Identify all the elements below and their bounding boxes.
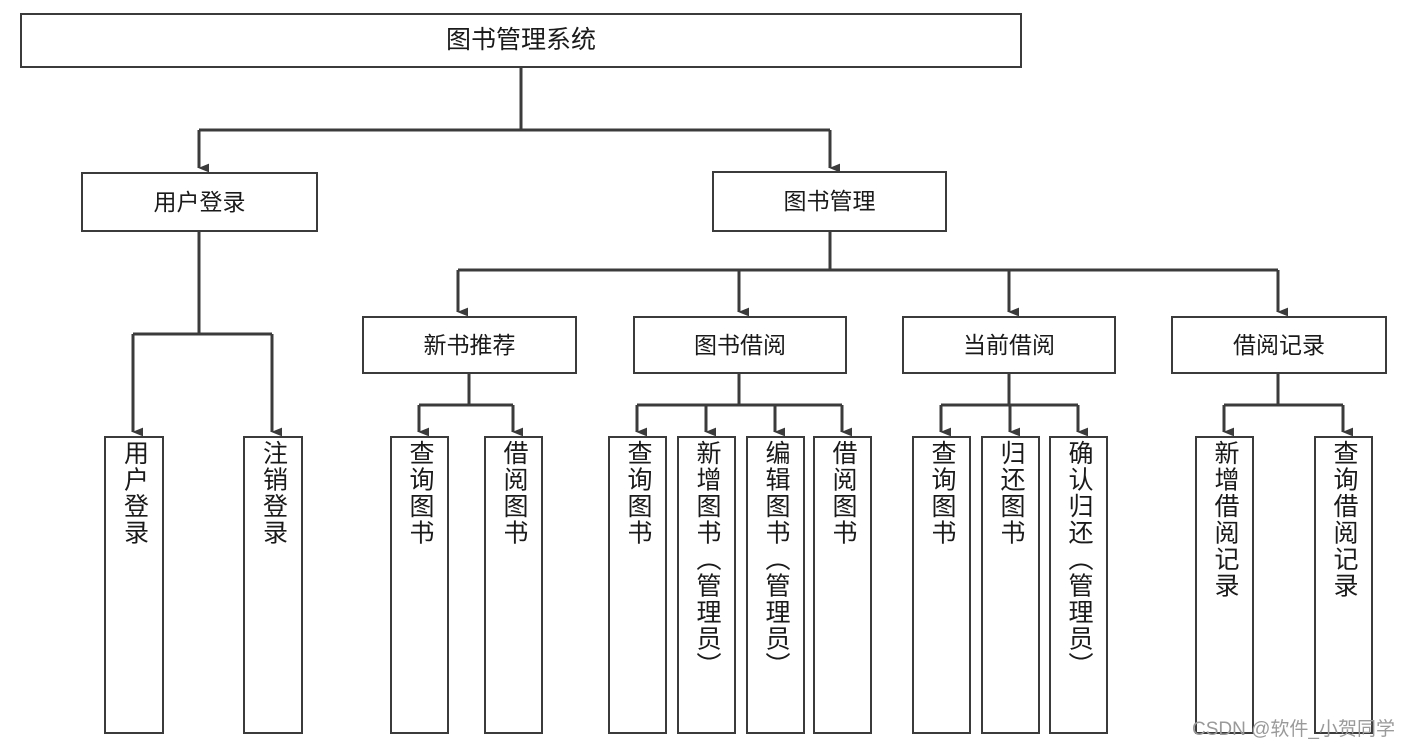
node-label: 查询图书 <box>928 440 956 546</box>
node-label: 图书管理系统 <box>445 26 596 55</box>
leaf-recommend-borrow-book[interactable]: 借阅图书 <box>484 436 543 734</box>
node-label: 用户登录 <box>153 188 246 215</box>
node-label: 新增图书（管理员） <box>693 440 721 679</box>
node-label: 图书管理 <box>783 188 876 215</box>
node-new-book-recommend[interactable]: 新书推荐 <box>362 316 577 374</box>
leaf-user-login-login[interactable]: 用户登录 <box>104 436 164 734</box>
node-label: 确认归还（管理员） <box>1065 440 1093 679</box>
node-user-login[interactable]: 用户登录 <box>81 172 318 232</box>
csdn-watermark: CSDN @软件_小贺同学 <box>1192 719 1395 740</box>
node-label: 归还图书 <box>997 440 1025 546</box>
node-book-borrow[interactable]: 图书借阅 <box>633 316 847 374</box>
leaf-user-login-logout[interactable]: 注销登录 <box>243 436 303 734</box>
leaf-record-add-record[interactable]: 新增借阅记录 <box>1195 436 1254 734</box>
node-label: 编辑图书（管理员） <box>762 440 790 679</box>
leaf-borrow-edit-book-admin[interactable]: 编辑图书（管理员） <box>746 436 805 734</box>
node-label: 借阅图书 <box>829 440 857 546</box>
node-label: 注销登录 <box>259 440 288 546</box>
node-label: 查询图书 <box>406 440 434 546</box>
leaf-recommend-query-book[interactable]: 查询图书 <box>390 436 449 734</box>
node-current-borrow[interactable]: 当前借阅 <box>902 316 1116 374</box>
node-label: 新增借阅记录 <box>1211 440 1239 599</box>
leaf-current-confirm-return-admin[interactable]: 确认归还（管理员） <box>1049 436 1108 734</box>
node-label: 查询图书 <box>624 440 652 546</box>
node-borrow-record[interactable]: 借阅记录 <box>1171 316 1387 374</box>
node-label: 借阅记录 <box>1233 331 1325 358</box>
leaf-borrow-add-book-admin[interactable]: 新增图书（管理员） <box>677 436 736 734</box>
node-label: 用户登录 <box>120 440 149 546</box>
node-label: 当前借阅 <box>963 331 1055 358</box>
leaf-borrow-borrow-book[interactable]: 借阅图书 <box>813 436 872 734</box>
leaf-record-query-record[interactable]: 查询借阅记录 <box>1314 436 1373 734</box>
node-root-system[interactable]: 图书管理系统 <box>20 13 1022 68</box>
node-book-management[interactable]: 图书管理 <box>712 171 947 232</box>
node-label: 查询借阅记录 <box>1330 440 1358 599</box>
leaf-current-return-book[interactable]: 归还图书 <box>981 436 1040 734</box>
leaf-current-query-book[interactable]: 查询图书 <box>912 436 971 734</box>
node-label: 图书借阅 <box>694 331 786 358</box>
leaf-borrow-query-book[interactable]: 查询图书 <box>608 436 667 734</box>
node-label: 借阅图书 <box>500 440 528 546</box>
node-label: 新书推荐 <box>423 331 516 358</box>
